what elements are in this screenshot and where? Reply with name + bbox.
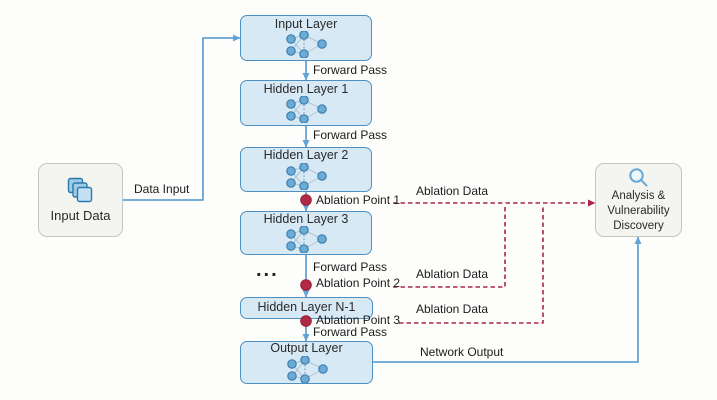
input-layer-label: Input Layer [274,16,338,31]
network-output-arrow [373,236,642,363]
output-layer-node: Output Layer [240,341,373,384]
hidden-layer-2-node: Hidden Layer 2 [240,147,372,192]
ablation-point-1-label: Ablation Point 1 [316,193,401,207]
analysis-node: Analysis & Vulnerability Discovery [595,163,682,237]
hidden-layer-n-minus-1-label: Hidden Layer N-1 [257,300,356,315]
neural-network-icon [286,162,327,190]
hidden-layer-n-minus-1-node: Hidden Layer N-1 [240,297,373,319]
analysis-label-line-3: Discovery [613,219,664,232]
neural-network-icon [286,355,328,383]
forward-pass-label-4: Forward Pass [313,325,388,339]
ablation-point-dot-2 [300,279,312,291]
layers-icon [67,177,93,203]
forward-pass-label-3: Forward Pass [313,260,388,274]
forward-pass-label-2: Forward Pass [313,128,388,142]
magnifier-icon [629,168,648,187]
hidden-layer-3-label: Hidden Layer 3 [263,211,349,226]
output-layer-label: Output Layer [270,341,343,356]
ablation-point-2-label: Ablation Point 2 [316,276,401,290]
input-data-node: Input Data [38,163,123,237]
network-output-label: Network Output [420,345,504,359]
neural-network-icon [286,226,327,254]
ablation-data-label-1: Ablation Data [415,184,489,198]
analysis-label-line-2: Vulnerability [607,205,670,218]
forward-pass-label-1: Forward Pass [313,63,388,77]
hidden-layer-1-label: Hidden Layer 1 [263,81,349,96]
analysis-label-line-1: Analysis & [611,190,666,203]
layers-ellipsis: ... [256,259,279,281]
neural-network-icon [286,31,327,59]
input-data-label: Input Data [50,207,111,223]
ablation-point-3-label: Ablation Point 3 [316,313,401,327]
neural-network-icon [286,96,327,124]
ablation-point-dot-1 [300,194,312,206]
ablation-data-label-3: Ablation Data [415,302,489,316]
ablation-data-label-2: Ablation Data [415,267,489,281]
data-input-label: Data Input [134,182,190,196]
hidden-layer-1-node: Hidden Layer 1 [240,80,372,126]
hidden-layer-2-label: Hidden Layer 2 [263,148,349,163]
input-layer-node: Input Layer [240,15,372,61]
hidden-layer-3-node: Hidden Layer 3 [240,211,372,255]
data-input-arrow [123,34,241,201]
